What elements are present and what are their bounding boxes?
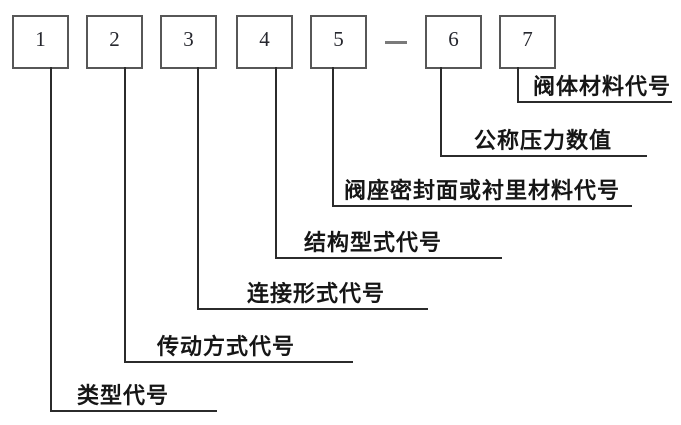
label-underline-5 <box>332 205 632 207</box>
code-box-4: 4 <box>236 15 293 69</box>
code-box-1-number: 1 <box>35 26 46 51</box>
code-box-3: 3 <box>160 15 217 69</box>
code-box-6: 6 <box>425 15 482 69</box>
code-box-4-number: 4 <box>259 26 270 51</box>
connector-line-3 <box>197 67 199 310</box>
label-underline-2 <box>124 361 353 363</box>
label-underline-7 <box>517 101 672 103</box>
field-label-1: 类型代号 <box>77 383 170 408</box>
connector-line-2 <box>124 67 126 363</box>
field-label-7: 阀体材料代号 <box>533 74 672 99</box>
label-underline-6 <box>440 155 647 157</box>
code-box-5: 5 <box>310 15 367 69</box>
field-label-5: 阀座密封面或衬里材料代号 <box>344 178 621 203</box>
connector-line-5 <box>332 67 334 207</box>
connector-line-4 <box>275 67 277 259</box>
code-box-3-number: 3 <box>183 26 194 51</box>
connector-line-6 <box>440 67 442 157</box>
connector-line-7 <box>517 67 519 103</box>
label-underline-4 <box>275 257 502 259</box>
field-label-4: 结构型式代号 <box>304 230 443 255</box>
code-box-1: 1 <box>12 15 69 69</box>
code-box-2: 2 <box>86 15 143 69</box>
separator-dash: — <box>385 41 407 44</box>
code-box-7-number: 7 <box>522 26 533 51</box>
code-box-7: 7 <box>499 15 556 69</box>
field-label-2: 传动方式代号 <box>157 334 296 359</box>
code-box-2-number: 2 <box>109 26 120 51</box>
field-label-6: 公称压力数值 <box>474 128 613 153</box>
code-box-5-number: 5 <box>333 26 344 51</box>
field-label-3: 连接形式代号 <box>247 281 386 306</box>
label-underline-1 <box>50 410 217 412</box>
connector-line-1 <box>50 67 52 412</box>
label-underline-3 <box>197 308 428 310</box>
code-box-6-number: 6 <box>448 26 459 51</box>
